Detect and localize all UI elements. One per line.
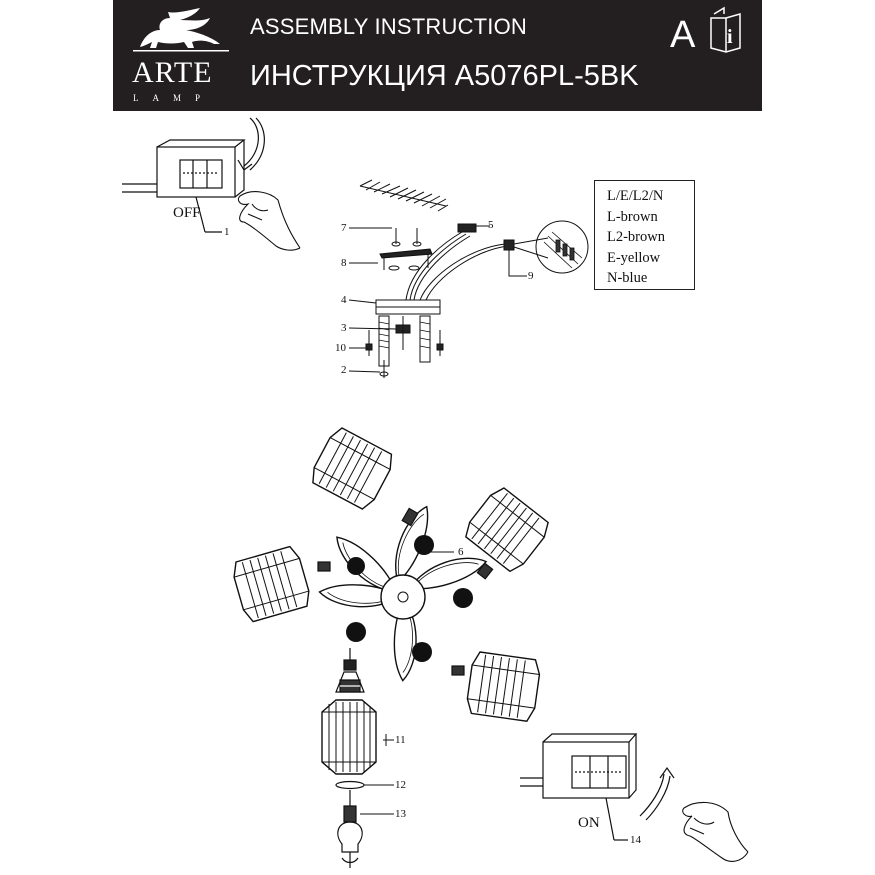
- brand-name: ARTE: [132, 56, 213, 89]
- title-english: ASSEMBLY INSTRUCTION: [250, 14, 528, 39]
- callout-9: 9: [528, 270, 534, 282]
- brand-subtitle: LAMP: [133, 93, 215, 103]
- legend-line: N-blue: [607, 270, 648, 286]
- legend-line: E-yellow: [607, 249, 661, 266]
- svg-text:i: i: [727, 26, 733, 48]
- callout-5: 5: [488, 219, 494, 231]
- hand-icon: [682, 801, 749, 862]
- ceiling-hatch: [359, 179, 449, 212]
- callout-4: 4: [341, 294, 347, 306]
- callout-13: 13: [395, 808, 406, 820]
- header-banner: [113, 0, 762, 111]
- shade-bottom: [321, 699, 377, 775]
- wiring-legend: L/E/L2/N L-brown L2-brown E-yellow N-blu…: [594, 180, 695, 290]
- callout-14: 14: [630, 834, 641, 846]
- bulb-icon: [337, 805, 363, 868]
- legend-line: L-brown: [607, 208, 658, 225]
- curved-arrow-icon: [639, 766, 675, 821]
- callout-8: 8: [341, 257, 347, 269]
- callout-1: 1: [224, 226, 230, 238]
- switch-on-label: ON: [578, 815, 600, 831]
- legend-line: L2-brown: [607, 229, 665, 245]
- callout-3: 3: [341, 322, 347, 334]
- callout-11: 11: [395, 734, 406, 746]
- switch-off-label: OFF: [173, 205, 201, 221]
- curved-arrow-icon: [237, 117, 265, 171]
- section-letter: A: [670, 14, 696, 56]
- callout-10: 10: [335, 342, 346, 354]
- callout-12: 12: [395, 779, 406, 791]
- hand-icon: [237, 191, 301, 251]
- callout-2: 2: [341, 364, 347, 376]
- callout-7: 7: [341, 222, 347, 234]
- legend-line: L/E/L2/N: [607, 188, 664, 204]
- callout-6: 6: [458, 546, 464, 558]
- title-russian: ИНСТРУКЦИЯ A5076PL-5BK: [250, 60, 639, 92]
